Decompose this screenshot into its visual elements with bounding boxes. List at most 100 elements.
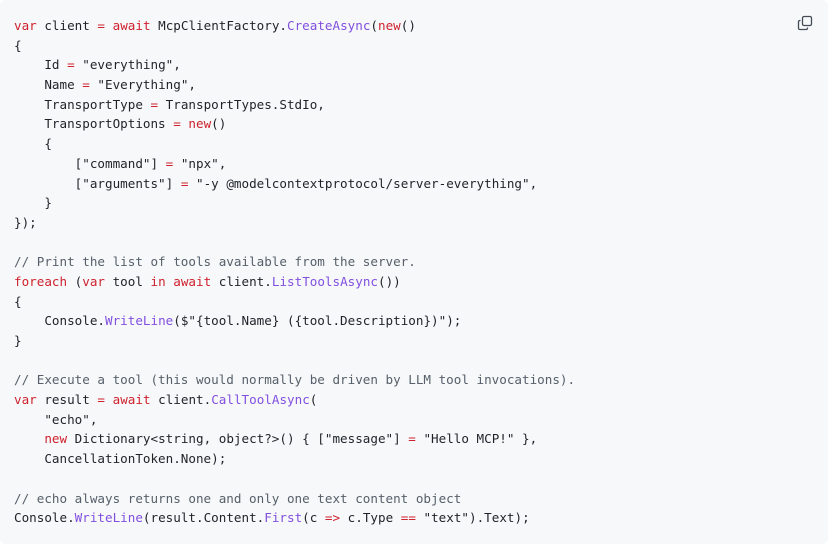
code-token: tool: [105, 273, 151, 289]
code-line: var result = await client.CallToolAsync(: [14, 390, 575, 410]
code-token: }: [14, 333, 22, 348]
code-token: TransportTypes.StdIo,: [158, 96, 325, 112]
code-token: (: [309, 392, 318, 408]
code-token: in: [150, 273, 166, 289]
code-token: TransportOptions: [14, 116, 174, 132]
code-token: =: [180, 175, 189, 191]
code-token: // Print the list of tools available fro…: [14, 254, 416, 270]
code-token: ()): [378, 273, 401, 289]
code-token: // Execute a tool (this would normally b…: [14, 372, 576, 388]
code-token: }: [14, 195, 52, 211]
code-line: {: [14, 134, 575, 154]
code-token: [14, 431, 44, 446]
code-token: var: [14, 392, 37, 408]
code-token: (): [211, 116, 227, 132]
code-token: ["command"]: [14, 155, 166, 171]
code-line: CancellationToken.None);: [14, 449, 575, 469]
code-token: client.: [211, 273, 272, 289]
code-line: Name = "Everything",: [14, 75, 575, 95]
code-token: var: [14, 18, 37, 33]
code-token: =: [150, 96, 159, 112]
code-token: =: [97, 392, 106, 408]
code-token: "echo",: [14, 411, 98, 427]
code-line: "echo",: [14, 410, 575, 430]
code-token: var: [82, 273, 105, 289]
code-token: client: [36, 18, 98, 33]
code-token: {: [14, 293, 22, 309]
code-token: Name: [14, 77, 83, 93]
code-token: new: [378, 18, 401, 33]
code-line: Id = "everything",: [14, 55, 575, 75]
code-token: ["arguments"]: [14, 175, 181, 191]
code-line: {: [14, 292, 575, 312]
code-token: {: [14, 37, 22, 53]
copy-button[interactable]: [794, 12, 816, 34]
code-token: CreateAsync: [287, 18, 371, 33]
code-token: =>: [324, 510, 341, 526]
code-token: c.Type: [340, 510, 401, 526]
code-token: CancellationToken.None);: [14, 451, 227, 467]
code-line: {: [14, 36, 575, 56]
code-token: await: [173, 273, 212, 289]
code-token: client.: [150, 392, 212, 408]
code-token: TransportType: [14, 96, 151, 112]
code-line: // Execute a tool (this would normally b…: [14, 370, 575, 390]
code-line: // echo always returns one and only one …: [14, 489, 575, 509]
code-token: (result.Content.: [142, 510, 265, 526]
code-token: =: [165, 155, 174, 171]
code-line: new Dictionary<string, object?>() { ["me…: [14, 429, 575, 449]
code-token: Console.: [14, 313, 105, 329]
code-token: First: [264, 510, 303, 526]
code-token: "Everything",: [89, 77, 196, 93]
code-token: [105, 18, 113, 33]
code-token: ($"{tool.Name} ({tool.Description})");: [173, 313, 462, 329]
code-token: Id: [14, 57, 68, 73]
code-token: (c: [302, 510, 325, 526]
code-token: result: [36, 392, 98, 408]
code-token: ==: [400, 510, 416, 526]
code-token: "text").Text);: [415, 510, 530, 526]
code-line: Console.WriteLine(result.Content.First(c…: [14, 508, 575, 528]
code-line: ​: [14, 469, 575, 489]
code-token: WriteLine: [105, 313, 174, 329]
code-line: }: [14, 193, 575, 213]
code-token: =: [82, 77, 90, 93]
code-token: "everything",: [74, 57, 181, 73]
code-line: ​: [14, 233, 575, 253]
code-token: await: [112, 18, 151, 33]
code-token: [105, 392, 113, 407]
code-token: "-y @modelcontextprotocol/server-everyth…: [188, 175, 538, 191]
code-token: "npx",: [173, 155, 227, 171]
code-token: WriteLine: [74, 510, 143, 526]
code-token: (): [400, 18, 416, 33]
code-token: });: [14, 214, 37, 230]
code-token: "Hello MCP!" },: [415, 431, 538, 447]
code-token: =: [97, 18, 106, 33]
code-token: =: [67, 57, 75, 73]
code-token: =: [173, 116, 181, 132]
code-line: }: [14, 331, 575, 351]
code-token: // echo always returns one and only one …: [14, 490, 462, 506]
code-token: ListToolsAsync: [271, 273, 379, 289]
code-token: (: [67, 273, 83, 289]
code-line: // Print the list of tools available fro…: [14, 252, 575, 272]
code-line: var client = await McpClientFactory.Crea…: [14, 16, 575, 36]
code-token: CallToolAsync: [211, 392, 310, 408]
code-token: {: [14, 136, 52, 152]
code-token: foreach: [14, 273, 68, 289]
code-token: Dictionary<string, object?>() { ["messag…: [67, 431, 409, 447]
code-token: await: [112, 392, 151, 408]
code-line: Console.WriteLine($"{tool.Name} ({tool.D…: [14, 311, 575, 331]
code-token: new: [188, 116, 212, 132]
code-line: TransportType = TransportTypes.StdIo,: [14, 95, 575, 115]
code-token: Console.: [14, 510, 75, 526]
code-token: McpClientFactory.: [150, 18, 288, 33]
code-line: ​: [14, 351, 575, 371]
code-line: foreach (var tool in await client.ListTo…: [14, 272, 575, 292]
code-content: var client = await McpClientFactory.Crea…: [14, 16, 575, 528]
code-token: new: [44, 431, 68, 447]
code-line: });: [14, 213, 575, 233]
code-line: TransportOptions = new(): [14, 114, 575, 134]
code-line: ["arguments"] = "-y @modelcontextprotoco…: [14, 174, 575, 194]
